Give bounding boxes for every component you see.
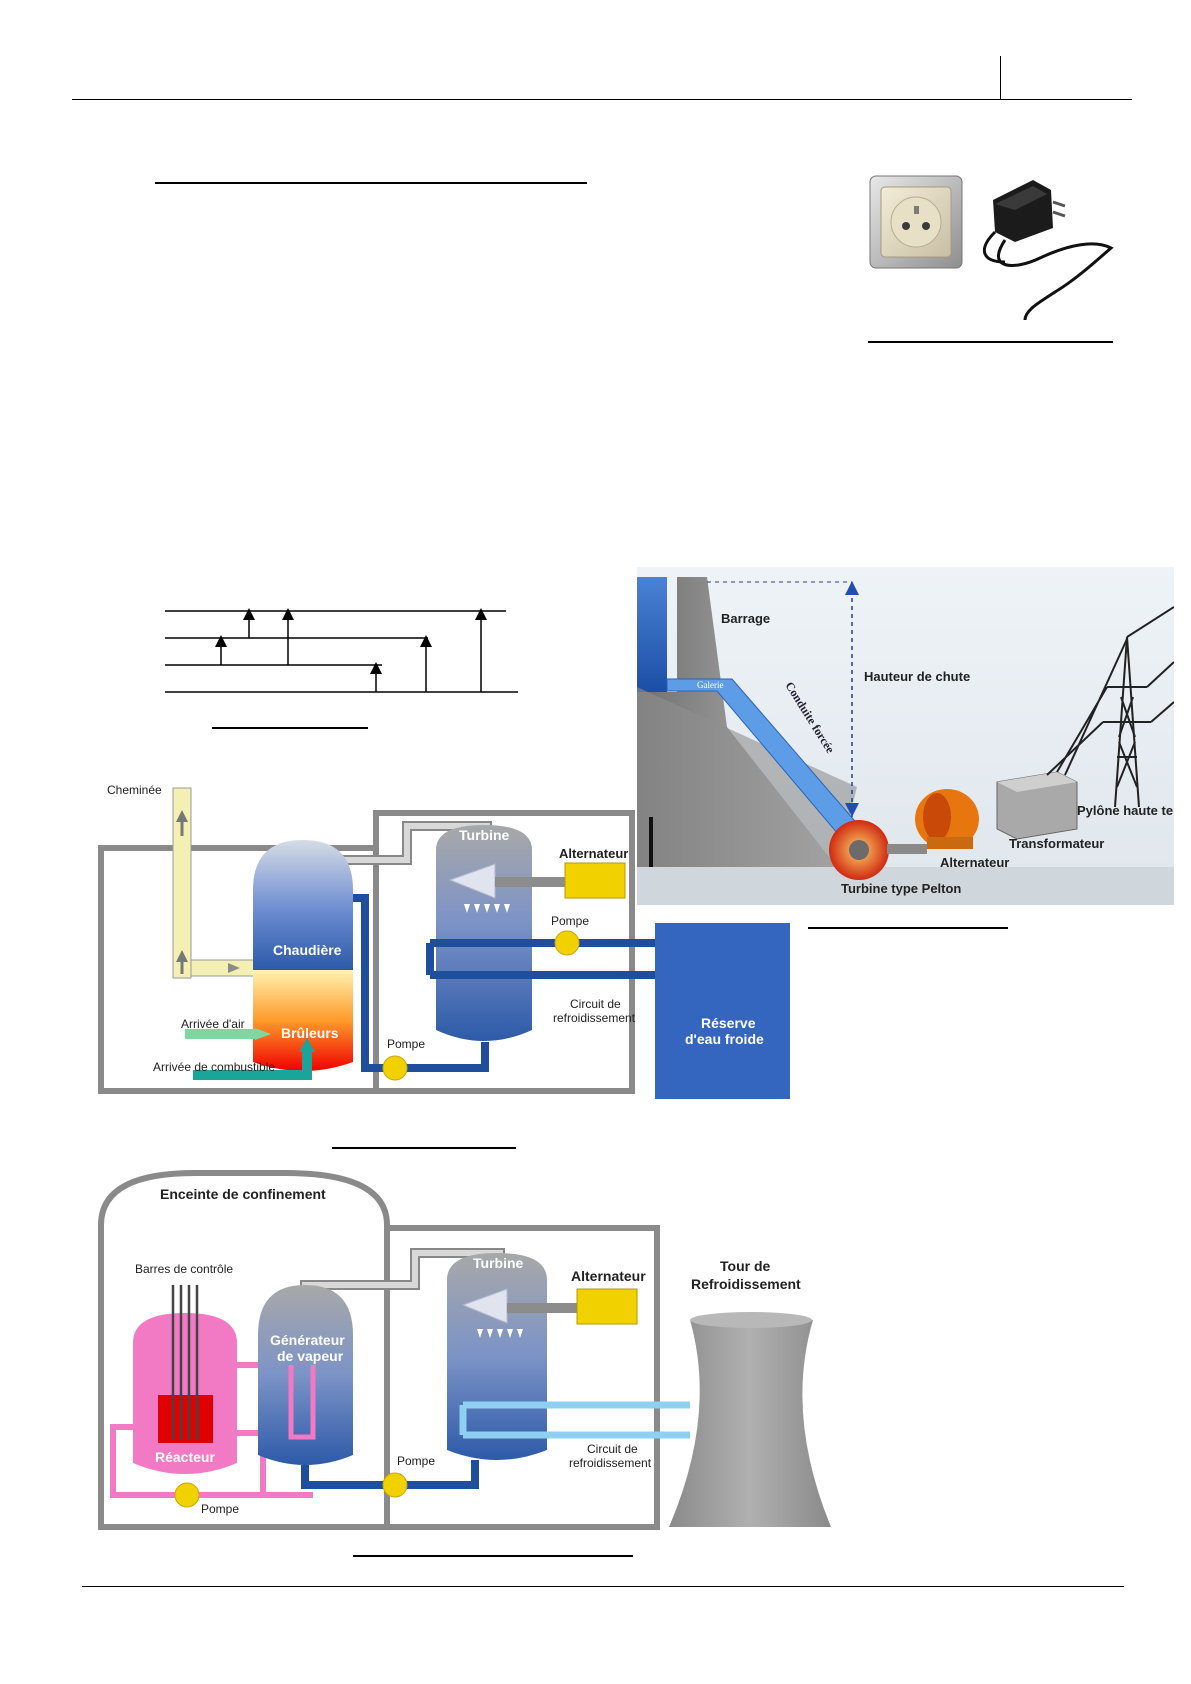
- label-enceinte: Enceinte de confinement: [160, 1186, 326, 1202]
- boiler: [253, 840, 353, 970]
- hydro-label-galerie: Galerie: [697, 680, 723, 690]
- hydro-caption-underline: [808, 927, 1008, 929]
- header-rule: [72, 99, 1132, 100]
- label-turbine: Turbine: [473, 1255, 524, 1271]
- label-gen-l1: Générateur: [270, 1332, 345, 1348]
- hydro-plant-diagram: Barrage Hauteur de chute Pylône haute te…: [637, 567, 1174, 905]
- pelton-turbine-icon: [829, 820, 889, 880]
- thermal-caption-underline: [332, 1147, 516, 1149]
- turbine-casing: [436, 825, 532, 1041]
- label-pompe-primary: Pompe: [201, 1502, 239, 1516]
- label-reacteur: Réacteur: [155, 1449, 215, 1465]
- level-diagram: [165, 608, 518, 693]
- footer-rule: [82, 1586, 1124, 1587]
- photo-caption-underline: [868, 341, 1113, 343]
- hydro-label-transformateur: Transformateur: [1009, 836, 1104, 851]
- nuclear-caption-underline: [353, 1555, 633, 1557]
- label-bruleurs: Brûleurs: [281, 1025, 339, 1041]
- label-chaudiere: Chaudière: [273, 942, 342, 958]
- label-pompe-secondary: Pompe: [397, 1454, 435, 1468]
- nuclear-plant-diagram: Barres de contrôle Pompe Pompe Circuit d…: [98, 1170, 831, 1530]
- label-tour-l2: Refroidissement: [691, 1276, 801, 1292]
- header-divider: [1000, 56, 1001, 100]
- label-pompe2: Pompe: [551, 914, 589, 928]
- charger-icon: [982, 180, 1114, 321]
- pump-icon: [382, 1472, 408, 1498]
- level-caption-underline: [212, 727, 368, 729]
- label-combustible: Arrivée de combustible: [153, 1060, 275, 1074]
- label-circuit-l2: refroidissement: [569, 1456, 652, 1470]
- transformer-icon: [996, 771, 1078, 840]
- hydro-label-alternateur: Alternateur: [940, 855, 1009, 870]
- steam-generator: [258, 1285, 353, 1465]
- burners: [253, 970, 353, 1071]
- label-gen-l2: de vapeur: [277, 1348, 344, 1364]
- label-alternateur: Alternateur: [559, 846, 628, 861]
- pump-icon: [174, 1482, 200, 1508]
- socket-charger-photo: [869, 175, 1114, 321]
- label-turbine: Turbine: [459, 827, 510, 843]
- cold-reserve: [655, 923, 790, 1099]
- label-barres: Barres de contrôle: [135, 1262, 233, 1276]
- label-reserve-l2: d'eau froide: [685, 1031, 764, 1047]
- label-air: Arrivée d'air: [181, 1017, 245, 1031]
- label-circuit-l1: Circuit de: [570, 997, 621, 1011]
- pylon-icon: [1046, 606, 1174, 808]
- pump-icon: [382, 1055, 408, 1081]
- pump-icon: [554, 930, 580, 956]
- wall-socket-icon: [869, 175, 963, 269]
- label-circuit-l1: Circuit de: [587, 1442, 638, 1456]
- heading-underline: [155, 182, 587, 184]
- label-alternateur: Alternateur: [571, 1268, 646, 1284]
- thermal-plant-diagram: Cheminée Arrivée d'air Arrivée de combus…: [98, 783, 790, 1099]
- alternator-icon: [915, 789, 979, 849]
- label-tour-l1: Tour de: [720, 1258, 771, 1274]
- alternator-box: [564, 862, 626, 899]
- alternator-box: [576, 1288, 638, 1325]
- hydro-label-barrage: Barrage: [721, 611, 770, 626]
- hydro-label-pylone: Pylône haute tensi: [1077, 803, 1174, 818]
- label-cheminee: Cheminée: [107, 783, 162, 797]
- hydro-label-hauteur: Hauteur de chute: [864, 669, 970, 684]
- cooling-tower: [669, 1320, 831, 1527]
- label-pompe1: Pompe: [387, 1037, 425, 1051]
- label-reserve-l1: Réserve: [701, 1015, 756, 1031]
- hydro-label-turbine: Turbine type Pelton: [841, 881, 961, 896]
- containment: [98, 1170, 390, 1530]
- chimney: [172, 787, 192, 979]
- label-circuit-l2: refroidissement: [553, 1011, 636, 1025]
